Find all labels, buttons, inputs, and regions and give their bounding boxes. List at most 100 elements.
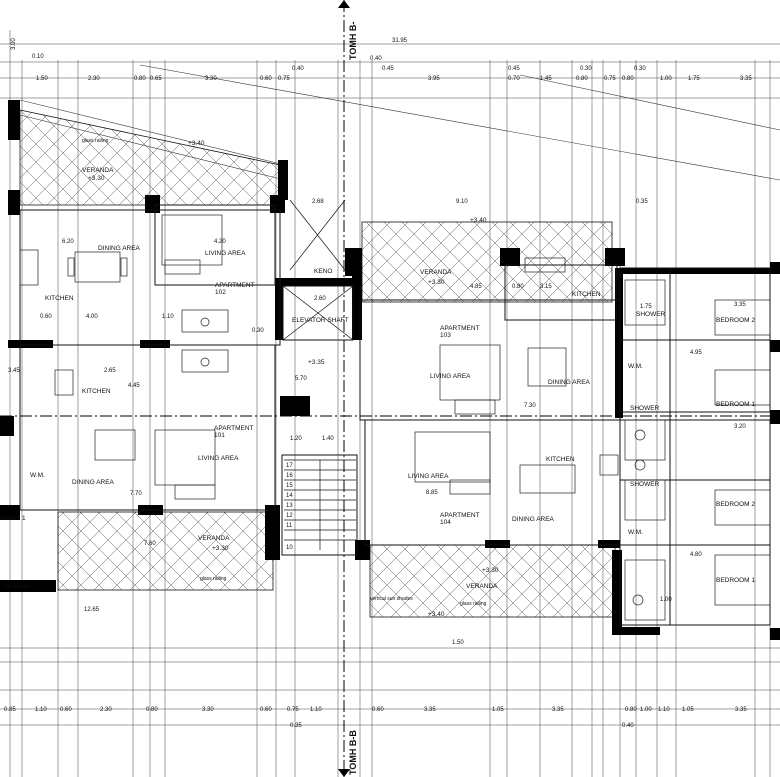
svg-text:3.35: 3.35 (740, 76, 752, 82)
apartment-101-number: 101 (214, 432, 225, 439)
dining-area-1: DINING AREA (98, 245, 141, 252)
apartment-103: APARTMENT (440, 325, 480, 332)
bedroom-2-a: BEDROOM 2 (716, 317, 755, 324)
svg-text:1.75: 1.75 (688, 76, 700, 82)
svg-text:1.10: 1.10 (310, 707, 322, 713)
svg-text:0.40: 0.40 (622, 723, 634, 729)
svg-text:3.95: 3.95 (428, 76, 440, 82)
living-area-101: LIVING AREA (198, 455, 239, 462)
svg-text:3.15: 3.15 (540, 284, 552, 290)
wm-2: W.M. (30, 472, 45, 479)
svg-text:0.80: 0.80 (622, 76, 634, 82)
living-area-103: LIVING AREA (430, 373, 471, 380)
svg-text:3.30: 3.30 (205, 76, 217, 82)
shower-3: SHOWER (630, 481, 660, 488)
svg-text:0.80: 0.80 (134, 76, 146, 82)
veranda-bottom-mid: VERANDA (466, 583, 498, 590)
glass-railing-top: glass railing (82, 138, 109, 144)
svg-text:2.30: 2.30 (100, 707, 112, 713)
svg-text:0.60: 0.60 (60, 707, 72, 713)
inner-dimensions: 6.20 4.20 4.00 4.45 2.65 3.45 2.68 2.60 … (8, 199, 746, 646)
dining-area-104: DINING AREA (512, 516, 555, 523)
svg-text:4.85: 4.85 (470, 284, 482, 290)
sun-shades: sun shades (4, 584, 30, 590)
svg-text:3.35: 3.35 (424, 707, 436, 713)
top-dimension-row: 1.50 2.30 0.80 0.65 3.30 0.60 0.75 3.95 … (36, 76, 752, 82)
svg-text:3.35: 3.35 (735, 707, 747, 713)
svg-text:4.80: 4.80 (690, 552, 702, 558)
top-dim-3: 0.40 (370, 56, 382, 62)
svg-text:2.30: 2.30 (88, 76, 100, 82)
wm-1: W.M. (628, 363, 643, 370)
svg-text:16: 16 (286, 473, 293, 479)
dining-area-101: DINING AREA (72, 479, 115, 486)
shower-1: SHOWER (636, 311, 666, 318)
svg-text:+3.40: +3.40 (428, 611, 445, 618)
elevator-shaft (282, 199, 354, 341)
svg-text:0.60: 0.60 (260, 76, 272, 82)
svg-text:12.65: 12.65 (84, 607, 100, 613)
svg-text:+3.30: +3.30 (482, 567, 499, 574)
veranda-mid: VERANDA (420, 269, 452, 276)
svg-text:+3.30: +3.30 (212, 545, 229, 552)
svg-text:+3.30: +3.30 (88, 175, 105, 182)
room-labels: VERANDA glass railing DINING AREA KITCHE… (0, 138, 755, 607)
svg-text:0.60: 0.60 (40, 314, 52, 320)
svg-text:0.35: 0.35 (290, 723, 302, 729)
svg-text:+3.35: +3.35 (308, 359, 325, 366)
veranda-bottom-left: VERANDA (198, 535, 230, 542)
svg-text:1.00: 1.00 (640, 707, 652, 713)
elevator-shaft-label: ELEVATOR SHAFT (292, 317, 349, 324)
walls (0, 100, 780, 640)
glass-railing-mid: glass railing (460, 601, 487, 607)
svg-text:17: 17 (286, 463, 293, 469)
svg-text:3.30: 3.30 (202, 707, 214, 713)
svg-text:0.80: 0.80 (625, 707, 637, 713)
svg-text:1.00: 1.00 (660, 76, 672, 82)
svg-text:0.75: 0.75 (604, 76, 616, 82)
verandas (19, 109, 616, 618)
bedroom-1-a: BEDROOM 1 (716, 401, 755, 408)
svg-text:3.35: 3.35 (734, 302, 746, 308)
svg-text:1.10: 1.10 (162, 314, 174, 320)
svg-text:4.20: 4.20 (214, 239, 226, 245)
left-dimension: 3.00 (11, 38, 17, 50)
section-label-bottom: TOMH B-B (348, 730, 358, 775)
svg-text:9.10: 9.10 (456, 199, 468, 205)
bottom-dimension-row: 0.85 1.10 0.60 2.30 0.80 3.30 0.60 0.75 … (4, 707, 747, 729)
top-dim-5: 0.45 (382, 66, 394, 72)
keno: KENO (314, 268, 332, 275)
svg-text:7.60: 7.60 (144, 541, 156, 547)
svg-text:1.45: 1.45 (540, 76, 552, 82)
level-markers: +3.40 +3.30 +3.40 +3.30 +3.35 +3.30 +3.3… (88, 140, 499, 618)
wm-3: W.M. (628, 529, 643, 536)
svg-text:0.30: 0.30 (252, 328, 264, 334)
shower-2: SHOWER (630, 405, 660, 412)
furniture (19, 214, 771, 621)
apartment-104: APARTMENT (440, 512, 480, 519)
bedroom-1-b: BEDROOM 1 (716, 577, 755, 584)
horizontal-dimension-lines (0, 43, 780, 726)
apartment-104-number: 104 (440, 519, 451, 526)
svg-text:7.30: 7.30 (524, 403, 536, 409)
svg-text:3.20: 3.20 (734, 424, 746, 430)
svg-text:0.80: 0.80 (146, 707, 158, 713)
apartment-101: APARTMENT (214, 425, 254, 432)
svg-text:1.10: 1.10 (658, 707, 670, 713)
apartment-103-number: 103 (440, 332, 451, 339)
svg-text:+3.40: +3.40 (188, 140, 205, 147)
svg-text:3.35: 3.35 (552, 707, 564, 713)
svg-text:14: 14 (286, 493, 293, 499)
svg-text:15: 15 (286, 483, 293, 489)
svg-text:3.45: 3.45 (8, 368, 20, 374)
living-area-104: LIVING AREA (408, 473, 449, 480)
svg-text:2.60: 2.60 (314, 296, 326, 302)
svg-text:4.00: 4.00 (86, 314, 98, 320)
svg-text:7.70: 7.70 (130, 491, 142, 497)
stair-numbers: 17 16 15 14 13 12 11 10 (286, 463, 293, 551)
svg-text:10: 10 (286, 545, 293, 551)
svg-text:12: 12 (286, 513, 293, 519)
living-area-1: LIVING AREA (205, 250, 246, 257)
